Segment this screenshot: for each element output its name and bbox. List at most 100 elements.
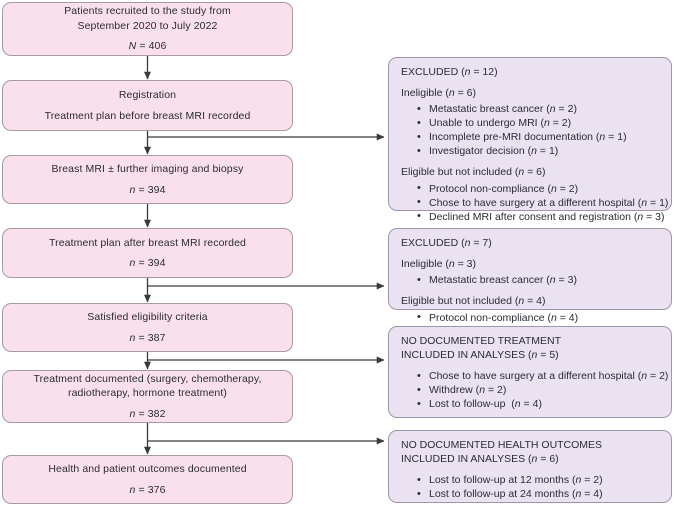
item-text: Protocol non-compliance ( [429,311,551,324]
label-n: n [518,295,525,307]
count-symbol: n [129,331,136,344]
excluded-12-group-1-list: Metastatic breast cancer (n = 2) Unable … [401,102,660,158]
item-post: = 2) [647,370,669,382]
label-pre: Eligible but not included ( [401,166,519,178]
node-breast-mri-line-1: Breast MRI ± further imaging and biopsy [51,163,244,175]
node-excluded-12: EXCLUDED (n = 12) Ineligible (n = 6) Met… [388,57,672,223]
item-text: Lost to follow-up at 12 months ( [429,474,576,486]
node-treatment-documented-line-2: radiotherapy, hormone treatment) [68,387,227,400]
node-no-documented-health-outcomes: NO DOCUMENTED HEALTH OUTCOMES INCLUDED I… [388,430,672,503]
item-n: n [575,488,582,500]
list-item: Declined MRI after consent and registrat… [417,209,665,224]
item-text: Unable to undergo MRI ( [429,117,544,129]
list-item: Withdrew (n = 2) [417,383,660,397]
node-recruited: Patients recruited to the study from Sep… [2,2,293,56]
count-symbol: n [129,407,136,420]
excluded-7-group-2-list: Protocol non-compliance (n = 4) [401,310,660,325]
heading-post: = 6) [537,452,559,465]
item-post: = 4) [581,488,603,500]
node-eligibility-count: n = 387 [123,331,171,346]
label-n: n [448,86,455,99]
heading-post: = 7) [470,237,492,249]
heading-n: n [464,66,471,78]
list-item: Metastatic breast cancer (n = 2) [417,102,660,116]
node-registration-line-1: Registration [118,89,177,101]
excluded-12-group-2-label: Eligible but not included (n = 6) [401,166,660,180]
item-n: n [549,103,556,115]
node-eligibility: Satisfied eligibility criteria n = 387 [2,303,293,352]
item-post: = 1) [605,131,627,143]
item-n: n [514,398,521,410]
item-n: n [550,182,557,195]
no-treatment-heading: NO DOCUMENTED TREATMENT INCLUDED IN ANAL… [401,335,660,362]
list-item: Protocol non-compliance (n = 2) [417,181,660,196]
item-text: Incomplete pre-MRI documentation ( [429,131,600,143]
count-value: = 376 [138,483,166,496]
list-item: Unable to undergo MRI (n = 2) [417,116,660,130]
item-post: = 3) [643,210,665,223]
heading-pre: EXCLUDED ( [401,66,465,78]
heading-pre: NO DOCUMENTED TREATMENT INCLUDED IN ANAL… [401,335,562,361]
label-n: n [448,257,455,270]
item-n: n [599,131,606,143]
count-symbol: N [128,40,137,53]
item-n: n [575,474,582,486]
node-outcomes-documented-line-1: Health and patient outcomes documented [48,463,247,475]
item-post: = 3) [555,274,577,286]
count-symbol: n [129,483,136,496]
node-registration: Registration Treatment plan before breas… [2,80,293,131]
list-item: Incomplete pre-MRI documentation (n = 1) [417,130,660,144]
heading-n: n [464,237,471,249]
no-outcomes-list: Lost to follow-up at 12 months (n = 2) L… [401,473,660,501]
label-pre: Eligible but not included ( [401,295,519,307]
node-recruited-line-2: September 2020 to July 2022 [77,19,218,32]
list-item: Chose to have surgery at a different hos… [417,369,668,383]
excluded-12-heading: EXCLUDED (n = 12) [401,66,660,80]
list-item: Metastatic breast cancer (n = 3) [417,273,660,287]
heading-n: n [531,348,538,361]
count-value: = 394 [138,183,166,196]
heading-pre: EXCLUDED ( [401,237,465,249]
label-post: = 6) [454,86,477,99]
item-post: = 1) [536,145,559,157]
node-treatment-documented-count: n = 382 [123,407,171,422]
label-post: = 4) [524,295,546,307]
item-text: Lost to follow-up ( [429,398,515,410]
node-treatment-plan-after: Treatment plan after breast MRI recorded… [2,228,293,278]
item-post: = 4) [520,398,542,410]
count-value: = 387 [138,331,166,344]
item-text: Chose to have surgery at a different hos… [429,196,642,209]
count-value: = 394 [138,257,166,269]
heading-pre: NO DOCUMENTED HEALTH OUTCOMES INCLUDED I… [401,439,603,465]
item-n: n [550,311,557,324]
node-outcomes-documented: Health and patient outcomes documented n… [2,455,293,504]
item-n: n [479,384,486,396]
node-breast-mri-count: n = 394 [123,183,171,198]
list-item: Lost to follow-up (n = 4) [417,397,660,411]
excluded-7-group-1-list: Metastatic breast cancer (n = 3) [401,273,660,287]
list-item: Chose to have surgery at a different hos… [417,195,668,210]
node-recruited-count: N = 406 [123,39,173,54]
item-post: = 2) [549,117,572,129]
item-text: Withdrew ( [429,384,480,396]
item-text: Chose to have surgery at a different hos… [429,370,642,382]
item-n: n [543,117,550,129]
count-value: = 382 [138,407,166,420]
item-text: Metastatic breast cancer ( [429,274,550,286]
node-outcomes-documented-count: n = 376 [123,483,171,498]
excluded-7-group-2-label: Eligible but not included (n = 4) [401,295,660,309]
list-item: Investigator decision (n = 1) [417,144,660,158]
excluded-7-group-1-label: Ineligible (n = 3) [401,258,660,272]
node-no-documented-treatment: NO DOCUMENTED TREATMENT INCLUDED IN ANAL… [388,326,672,418]
heading-post: = 12) [470,66,498,78]
node-registration-line-2: Treatment plan before breast MRI recorde… [44,109,251,122]
no-treatment-list: Chose to have surgery at a different hos… [401,369,668,411]
list-item: Lost to follow-up at 12 months (n = 2) [417,473,660,487]
item-text: Protocol non-compliance ( [429,182,551,195]
node-treatment-plan-after-line-1: Treatment plan after breast MRI recorded [49,236,246,249]
label-post: = 3) [454,257,477,270]
item-n: n [641,196,648,209]
excluded-12-group-1-label: Ineligible (n = 6) [401,87,660,101]
item-post: = 2) [556,182,579,195]
excluded-7-heading: EXCLUDED (n = 7) [401,237,660,251]
